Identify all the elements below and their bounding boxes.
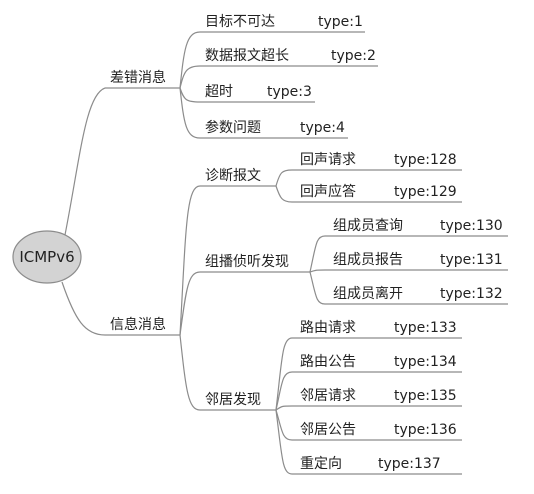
connector-mcast-3 <box>309 271 326 305</box>
connector-nd-2 <box>275 371 293 411</box>
error-item-type: type:1 <box>318 14 363 30</box>
connector-diag-1 <box>275 169 293 187</box>
error-item-type: type:2 <box>331 48 376 64</box>
nd-item-type: type:133 <box>394 320 457 336</box>
error-item-type: type:4 <box>300 120 345 136</box>
connector-info-nd <box>179 334 201 411</box>
mcast-item-label: 组成员离开 <box>333 285 403 302</box>
nd-item-label: 路由公告 <box>300 354 356 370</box>
diag-item-label: 回声应答 <box>300 183 356 200</box>
diag-item-type: type:129 <box>394 184 457 200</box>
connector-info-mcast <box>179 271 201 336</box>
connector-error-3 <box>179 87 201 103</box>
mcast-item-type: type:132 <box>440 286 503 302</box>
nd-item-label: 邻居公告 <box>300 422 356 438</box>
root-label: ICMPv6 <box>19 248 74 266</box>
connector-nd-4 <box>275 409 293 441</box>
connector-info-diag <box>179 185 201 336</box>
connector-root-info <box>61 281 106 336</box>
connector-mcast-2 <box>309 269 326 273</box>
nd-item-type: type:136 <box>394 422 457 438</box>
diag-item-label: 回声请求 <box>300 152 356 168</box>
nd-item-type: type:134 <box>394 354 457 370</box>
error-item-label: 数据报文超长 <box>205 48 289 64</box>
error-item-label: 参数问题 <box>205 119 261 136</box>
info-label: 信息消息 <box>110 316 166 333</box>
error-item-label: 超时 <box>205 84 233 100</box>
connector-diag-2 <box>275 185 293 203</box>
diag-label: 诊断报文 <box>205 168 261 184</box>
diag-item-type: type:128 <box>394 152 457 168</box>
connector-error-2 <box>179 65 201 89</box>
nd-item-label: 重定向 <box>300 456 342 472</box>
connector-nd-5 <box>275 409 293 475</box>
nd-item-type: type:135 <box>394 388 457 404</box>
error-item-type: type:3 <box>267 84 312 100</box>
root-node <box>12 230 82 284</box>
connector-nd-1 <box>275 337 293 411</box>
mcast-item-type: type:130 <box>440 218 503 234</box>
error-label: 差错消息 <box>110 69 166 86</box>
nd-item-type: type:137 <box>378 456 441 472</box>
mcast-item-type: type:131 <box>440 252 503 268</box>
nd-label: 邻居发现 <box>205 392 261 408</box>
nd-item-label: 邻居请求 <box>300 388 356 404</box>
error-item-label: 目标不可达 <box>205 14 275 30</box>
connector-nd-3 <box>275 405 293 411</box>
nd-item-label: 路由请求 <box>300 320 356 336</box>
connector-error-4 <box>179 87 201 139</box>
connector-error-1 <box>179 31 201 89</box>
mcast-item-label: 组成员查询 <box>333 218 403 234</box>
mcast-item-label: 组成员报告 <box>333 252 403 268</box>
connector-mcast-1 <box>309 235 326 273</box>
connector-root-error <box>63 87 106 241</box>
mcast-label: 组播侦听发现 <box>205 254 289 270</box>
